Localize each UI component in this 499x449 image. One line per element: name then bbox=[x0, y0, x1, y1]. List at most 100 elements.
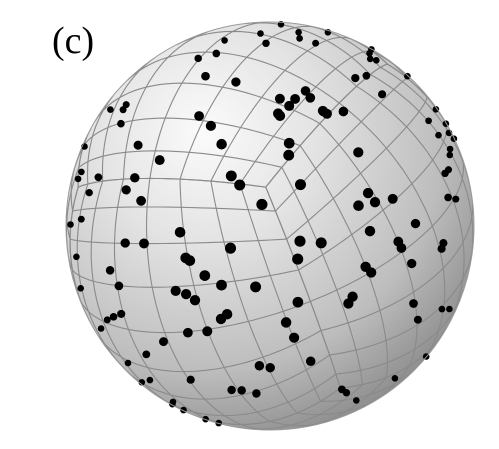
sphere-dot bbox=[77, 215, 85, 223]
grid-line bbox=[338, 102, 446, 350]
sphere-dot bbox=[352, 397, 360, 404]
grid-line bbox=[210, 36, 352, 182]
sphere-dot bbox=[136, 195, 147, 206]
grid-line bbox=[80, 300, 311, 334]
sphere-dot bbox=[274, 93, 285, 104]
sphere-dot bbox=[67, 221, 74, 228]
sphere-dot bbox=[231, 77, 241, 87]
sphere-dot bbox=[103, 316, 111, 324]
sphere-dot bbox=[194, 54, 202, 63]
sphere-dot bbox=[212, 49, 221, 58]
sphere-dot bbox=[438, 305, 446, 313]
grid-line bbox=[310, 156, 465, 302]
grid-line bbox=[320, 200, 474, 332]
sphere-dot bbox=[362, 71, 371, 80]
grid-line bbox=[286, 96, 428, 240]
sphere-dot bbox=[265, 362, 275, 373]
sphere-dot bbox=[97, 325, 105, 332]
sphere-dot bbox=[372, 56, 380, 64]
sphere-dot bbox=[262, 39, 270, 48]
grid-line bbox=[124, 354, 330, 400]
sphere-dot bbox=[139, 238, 149, 249]
sphere-dot bbox=[225, 170, 237, 182]
sphere-dot bbox=[294, 179, 307, 191]
sphere-dot bbox=[378, 90, 387, 99]
sphere-dot bbox=[280, 317, 292, 328]
sphere-dot bbox=[119, 106, 127, 114]
grid-line bbox=[90, 180, 181, 410]
sphere-dot bbox=[410, 218, 421, 229]
sphere-dot bbox=[413, 315, 422, 324]
grid-line bbox=[265, 186, 341, 389]
sphere-dot bbox=[256, 198, 268, 210]
grid-line bbox=[210, 181, 298, 414]
grid-line bbox=[197, 387, 341, 425]
sphere-dot bbox=[186, 375, 195, 384]
sphere-dot bbox=[77, 284, 85, 292]
sphere-dot bbox=[409, 299, 418, 308]
sphere-dot bbox=[312, 39, 320, 47]
sphere-dot bbox=[257, 30, 264, 37]
sphere-dot bbox=[130, 173, 140, 183]
sphere-body bbox=[66, 22, 474, 430]
sphere-dot bbox=[180, 288, 192, 300]
sphere-dot bbox=[366, 267, 377, 278]
grid-line bbox=[77, 177, 266, 188]
grid-line bbox=[340, 328, 447, 389]
sphere-dot bbox=[391, 374, 399, 382]
sphere-dot bbox=[224, 242, 237, 254]
sphere-dot bbox=[305, 92, 316, 103]
sphere-dot bbox=[404, 72, 411, 80]
sphere-dot bbox=[444, 166, 453, 174]
sphere-dot bbox=[117, 309, 126, 318]
grid-line bbox=[71, 269, 299, 288]
sphere-dot bbox=[189, 295, 201, 306]
sphere-dot bbox=[234, 179, 246, 191]
grid-line bbox=[176, 30, 357, 87]
sphere-dot bbox=[296, 35, 303, 42]
sphere-dot bbox=[146, 376, 154, 384]
sphere-dot bbox=[338, 106, 349, 117]
grid-line bbox=[239, 50, 372, 185]
sphere-dot bbox=[94, 173, 103, 182]
sphere-dot bbox=[446, 151, 454, 159]
sphere-dot bbox=[338, 385, 346, 394]
sphere-dot bbox=[205, 120, 216, 131]
sphere-dot bbox=[439, 239, 448, 248]
sphere-dot bbox=[201, 71, 210, 81]
sphere-dot bbox=[387, 193, 398, 204]
sphere-dot bbox=[452, 195, 460, 203]
sphere-grid-lines bbox=[66, 22, 474, 430]
sphere-dot bbox=[362, 187, 374, 199]
grid-line bbox=[179, 25, 317, 180]
sphere-dot bbox=[174, 227, 186, 238]
sphere-dot bbox=[432, 105, 440, 113]
grid-line bbox=[83, 117, 301, 147]
grid-line bbox=[239, 183, 322, 402]
sphere-outline bbox=[65, 21, 475, 431]
sphere-dot bbox=[154, 155, 165, 166]
sphere-dot bbox=[124, 359, 132, 367]
grid-line bbox=[97, 330, 322, 373]
sphere-dot bbox=[283, 137, 295, 149]
sphere-dot bbox=[283, 149, 295, 161]
sphere-dot bbox=[216, 279, 227, 291]
grid-line bbox=[329, 248, 474, 356]
sphere-dot bbox=[294, 235, 306, 247]
sphere-dot bbox=[425, 117, 432, 125]
sphere-dot bbox=[292, 296, 304, 308]
sphere-dot bbox=[121, 185, 131, 195]
sphere-dot bbox=[216, 138, 227, 150]
sphere-dot bbox=[295, 28, 302, 36]
sphere-dot bbox=[180, 252, 191, 264]
grid-line bbox=[244, 22, 371, 75]
sphere-dot bbox=[78, 168, 85, 176]
sphere-dot bbox=[353, 200, 364, 211]
sphere-dot bbox=[290, 93, 301, 104]
sphere-dot bbox=[199, 270, 211, 281]
sphere-dot bbox=[446, 145, 454, 153]
grid-line bbox=[335, 292, 464, 375]
sphere-dot bbox=[252, 389, 261, 398]
grid-line bbox=[301, 377, 387, 428]
sphere-dot bbox=[120, 238, 130, 248]
